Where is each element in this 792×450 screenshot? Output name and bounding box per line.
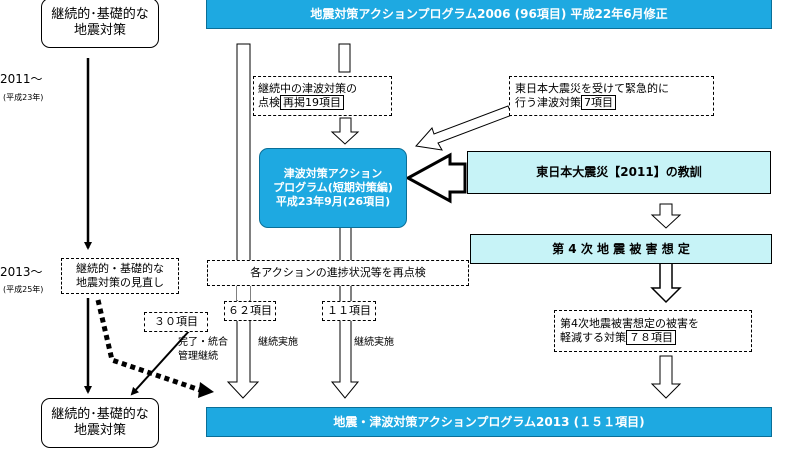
hollow-arrow-reduce-to-banner: [650, 355, 682, 399]
review-line2: 地震対策の見直し: [76, 276, 164, 289]
hollow-arrow-62-path: [226, 43, 260, 399]
progress-recheck-box: 各アクションの進捗状況等を再点検: [207, 260, 469, 286]
urgent-count: 7項目: [581, 95, 616, 110]
year-2013-label: 2013～: [0, 265, 43, 279]
items-30-box: ３０項目: [144, 312, 208, 332]
items-30-note2: 管理継続: [178, 351, 218, 362]
items-11-box: １１項目: [322, 301, 376, 321]
great-east-japan-lessons-box: 東日本大震災【2011】の教訓: [467, 151, 771, 194]
base-measures-top-box: 継続的･基礎的な 地震対策: [41, 0, 159, 48]
reduce-count: ７８項目: [626, 330, 676, 345]
base-measures-top-line1: 継続的･基礎的な: [51, 6, 149, 22]
hollow-arrow-urgent-to-program: [415, 105, 513, 151]
base-measures-review-box: 継続的・基礎的な 地震対策の見直し: [61, 258, 179, 294]
fourth-damage-estimate-box: 第 4 次 地 震 被 害 想 定: [470, 234, 772, 264]
hollow-arrow-lessons-to-program: [404, 152, 467, 204]
tsunami-program-box: 津波対策アクション プログラム(短期対策編) 平成23年9月(26項目): [259, 148, 407, 228]
items-11-note: 継続実施: [354, 337, 394, 348]
hollow-arrow-continuing-to-program: [330, 117, 360, 145]
action-program-2013-banner: 地震・津波対策アクションプログラム2013 (１５１項目): [206, 407, 772, 437]
tsunami-program-line2: プログラム(短期対策編): [273, 181, 393, 195]
hollow-arrow-to-continuing: [338, 43, 351, 73]
hollow-arrow-lessons-to-estimate: [650, 203, 682, 229]
year-2011-label: 2011～: [0, 72, 43, 86]
urgent-line1: 東日本大震災を受けて緊急的に: [515, 82, 669, 96]
year-2011-era-label: (平成23年): [3, 93, 44, 102]
base-measures-bottom-line2: 地震対策: [73, 423, 126, 438]
review-line1: 継続的・基礎的な: [76, 262, 164, 276]
tsunami-program-line3: 平成23年9月(26項目): [275, 194, 391, 208]
continuing-count: 再掲19項目: [280, 95, 344, 110]
arrow-30-to-base: [130, 329, 191, 396]
base-measures-top-line2: 地震対策: [73, 23, 126, 38]
items-62-box: ６２項目: [224, 301, 276, 321]
continuing-line1: 継続中の津波対策の: [258, 82, 357, 96]
hollow-arrow-estimate-to-reduce: [650, 261, 682, 304]
reduce-line1: 第4次地震被害想定の被害を: [560, 317, 699, 331]
tsunami-program-line1: 津波対策アクション: [283, 167, 383, 181]
action-program-2006-banner: 地震対策アクションプログラム2006 (96項目) 平成22年6月修正: [206, 0, 772, 29]
continuing-line2: 点検再掲19項目: [258, 95, 344, 110]
base-measures-bottom-box: 継続的･基礎的な 地震対策: [41, 398, 159, 448]
items-62-note: 継続実施: [258, 337, 298, 348]
year-2013-era-label: (平成25年): [3, 285, 44, 294]
items-30-note1: 完了・統合: [178, 337, 228, 348]
continuing-check-box: 継続中の津波対策の 点検再掲19項目: [253, 76, 392, 116]
arrow-review-dotted: [95, 299, 201, 393]
base-measures-bottom-line1: 継続的･基礎的な: [51, 406, 149, 422]
